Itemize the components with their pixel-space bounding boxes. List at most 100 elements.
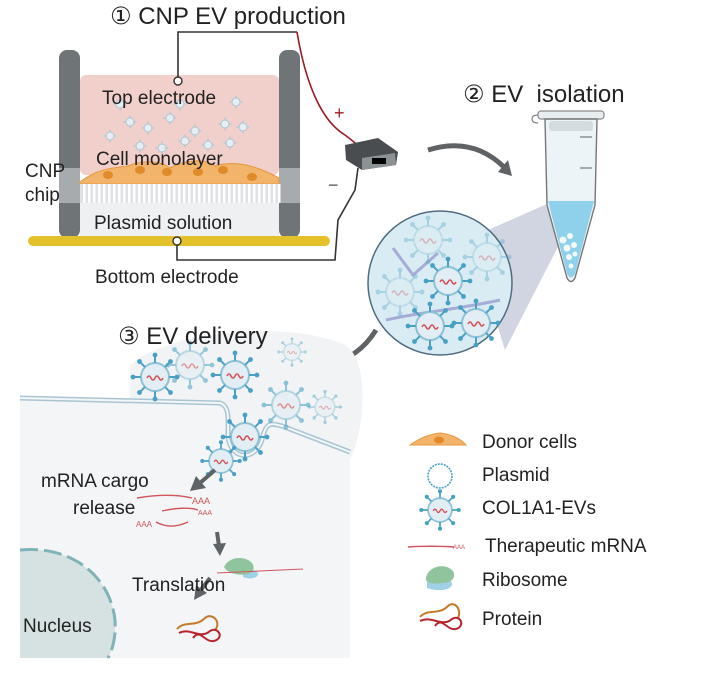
nanochannel bbox=[223, 184, 226, 203]
step2-label: EV isolation bbox=[491, 81, 625, 108]
step1-title: ① CNP EV production bbox=[110, 5, 346, 29]
bottom-electrode-contact bbox=[172, 236, 182, 246]
nanochannel bbox=[198, 184, 201, 203]
chip-side-right bbox=[279, 168, 300, 203]
arrowhead-translation bbox=[213, 543, 226, 556]
nanochannel bbox=[88, 184, 91, 203]
legend-item-donor-cells: Donor cells bbox=[482, 432, 578, 453]
arrowhead-release bbox=[190, 476, 206, 491]
cell-monolayer-shape bbox=[79, 160, 280, 185]
nanochannel bbox=[203, 184, 206, 203]
label-mrna-release-2: release bbox=[73, 498, 136, 519]
nanochannel bbox=[158, 184, 161, 203]
polya-tail-1: AAA bbox=[192, 496, 210, 506]
nanochannel bbox=[248, 184, 251, 203]
arrowhead-1 bbox=[498, 160, 512, 176]
step3-label: EV delivery bbox=[146, 323, 268, 350]
nanochannel bbox=[93, 184, 96, 203]
step2-number: ② bbox=[463, 81, 485, 108]
nanochannel bbox=[193, 184, 196, 203]
nanochannel bbox=[118, 184, 121, 203]
nanochannel bbox=[83, 184, 86, 203]
nanochannel bbox=[258, 184, 261, 203]
nanochannel bbox=[128, 184, 131, 203]
nanochannel-array bbox=[80, 184, 281, 203]
donor-cell-icon bbox=[408, 432, 468, 446]
nucleus bbox=[20, 549, 116, 658]
nanochannel bbox=[183, 184, 186, 203]
legend-item-plasmid: Plasmid bbox=[482, 465, 550, 486]
cnp-chip-illustration bbox=[28, 31, 398, 261]
nanochannel bbox=[263, 184, 266, 203]
label-positive: + bbox=[334, 103, 345, 123]
step1-number: ① bbox=[110, 3, 132, 30]
nanochannel bbox=[188, 184, 191, 203]
legend-item-ev: COL1A1-EVs bbox=[482, 498, 597, 519]
label-translation: Translation bbox=[132, 575, 226, 596]
nanochannel bbox=[218, 184, 221, 203]
released-mrna bbox=[136, 494, 199, 527]
legend-item-mrna: Therapeutic mRNA bbox=[485, 536, 647, 557]
step2-title: ② EV isolation bbox=[463, 83, 625, 107]
protein-icon bbox=[419, 603, 463, 631]
arrow-production-to-isolation bbox=[427, 143, 507, 170]
ev-icon bbox=[418, 488, 462, 532]
polya-tail-2: AAA bbox=[198, 510, 212, 517]
bottom-electrode-wire bbox=[176, 167, 359, 261]
nanochannel bbox=[273, 184, 276, 203]
nanochannel bbox=[103, 184, 106, 203]
tube-liquid bbox=[548, 201, 594, 278]
nanochannel bbox=[178, 184, 181, 203]
ribosome-icon bbox=[425, 566, 455, 591]
label-cnp-chip-1: CNP bbox=[25, 161, 66, 182]
nanochannel bbox=[253, 184, 256, 203]
top-electrode-contact bbox=[173, 76, 183, 86]
label-mrna-release-1: mRNA cargo bbox=[41, 471, 149, 492]
nanochannel bbox=[213, 184, 216, 203]
chip-wall-right bbox=[279, 50, 300, 238]
positive-wire bbox=[296, 31, 366, 163]
nanochannel bbox=[168, 184, 171, 203]
nanochannel bbox=[243, 184, 246, 203]
nanochannel bbox=[208, 184, 211, 203]
magnified-ev-view bbox=[367, 210, 513, 356]
label-plasmid-solution: Plasmid solution bbox=[94, 213, 233, 234]
plasmid-reservoir bbox=[80, 203, 279, 236]
nanochannel bbox=[133, 184, 136, 203]
step3-number: ③ bbox=[118, 323, 140, 350]
nanochannel bbox=[123, 184, 126, 203]
nanochannel bbox=[228, 184, 231, 203]
arrowhead-protein bbox=[194, 585, 207, 600]
chip-wall-left bbox=[59, 50, 80, 238]
nanochannel bbox=[153, 184, 156, 203]
nanochannel bbox=[138, 184, 141, 203]
label-nucleus: Nucleus bbox=[23, 616, 92, 637]
nuclear-envelope bbox=[19, 547, 117, 659]
svg-text:AAA: AAA bbox=[453, 545, 465, 551]
label-negative: − bbox=[328, 175, 339, 195]
chip-side-left bbox=[59, 168, 80, 203]
label-top-electrode: Top electrode bbox=[102, 88, 217, 109]
nanochannel bbox=[113, 184, 116, 203]
nanochannel bbox=[278, 184, 281, 203]
nanochannel bbox=[173, 184, 176, 203]
culture-chamber bbox=[80, 75, 279, 175]
nanochannel bbox=[143, 184, 146, 203]
power-supply-icon bbox=[345, 138, 398, 170]
nanochannel bbox=[98, 184, 101, 203]
ribosome-translating bbox=[216, 558, 304, 579]
nanochannel bbox=[268, 184, 271, 203]
recipient-cell-illustration: AAA AAA AAA bbox=[19, 331, 363, 659]
nanochannel bbox=[238, 184, 241, 203]
legend-item-ribosome: Ribosome bbox=[482, 570, 568, 591]
nanochannel bbox=[233, 184, 236, 203]
nanochannel bbox=[108, 184, 111, 203]
label-bottom-electrode: Bottom electrode bbox=[95, 267, 239, 288]
legend-icons: AAA bbox=[407, 432, 468, 631]
step1-label: CNP EV production bbox=[138, 3, 346, 30]
plasmid-icon bbox=[427, 463, 453, 489]
legend-item-protein: Protein bbox=[482, 609, 543, 630]
protein-product bbox=[176, 615, 221, 643]
nanochannel bbox=[148, 184, 151, 203]
